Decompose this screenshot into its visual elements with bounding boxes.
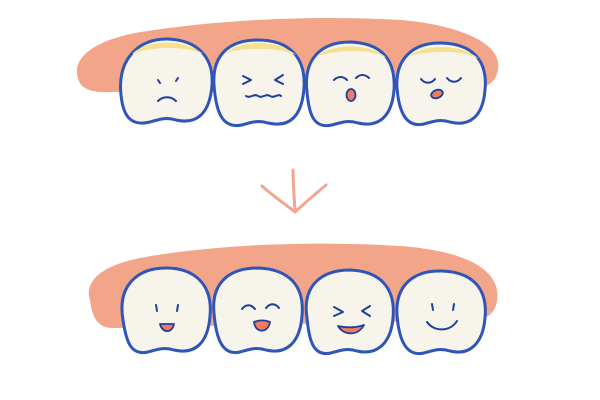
worried-face [157, 77, 179, 102]
plaque-stain [226, 43, 296, 55]
winking-face [333, 305, 371, 317]
winking-mouth [337, 324, 365, 335]
surprised-mouth [345, 88, 357, 102]
tooth-winking [304, 268, 395, 356]
bottom-teeth-row [88, 243, 498, 356]
wincing-face [242, 74, 284, 98]
plaque-stain [410, 46, 479, 59]
tooth-cheerful [120, 266, 212, 355]
smiling-face [426, 303, 458, 331]
tooth-laughing [212, 266, 304, 354]
plaque-stain [132, 42, 203, 54]
surprised-face [333, 74, 370, 81]
down-arrow-icon [260, 168, 328, 214]
sleepy-face [420, 77, 462, 84]
plaque-stain [318, 46, 387, 58]
sleepy-mouth [430, 88, 444, 100]
tooth-sleepy [395, 41, 487, 127]
top-teeth-row [76, 17, 499, 128]
laughing-face [241, 303, 280, 310]
laughing-mouth [253, 319, 271, 332]
tooth-smiling [395, 269, 487, 356]
tooth-wincing [212, 38, 306, 128]
cheerful-face [155, 304, 179, 312]
cheerful-mouth [159, 323, 175, 333]
tooth-surprised [304, 40, 396, 128]
tooth-worried [119, 37, 214, 125]
